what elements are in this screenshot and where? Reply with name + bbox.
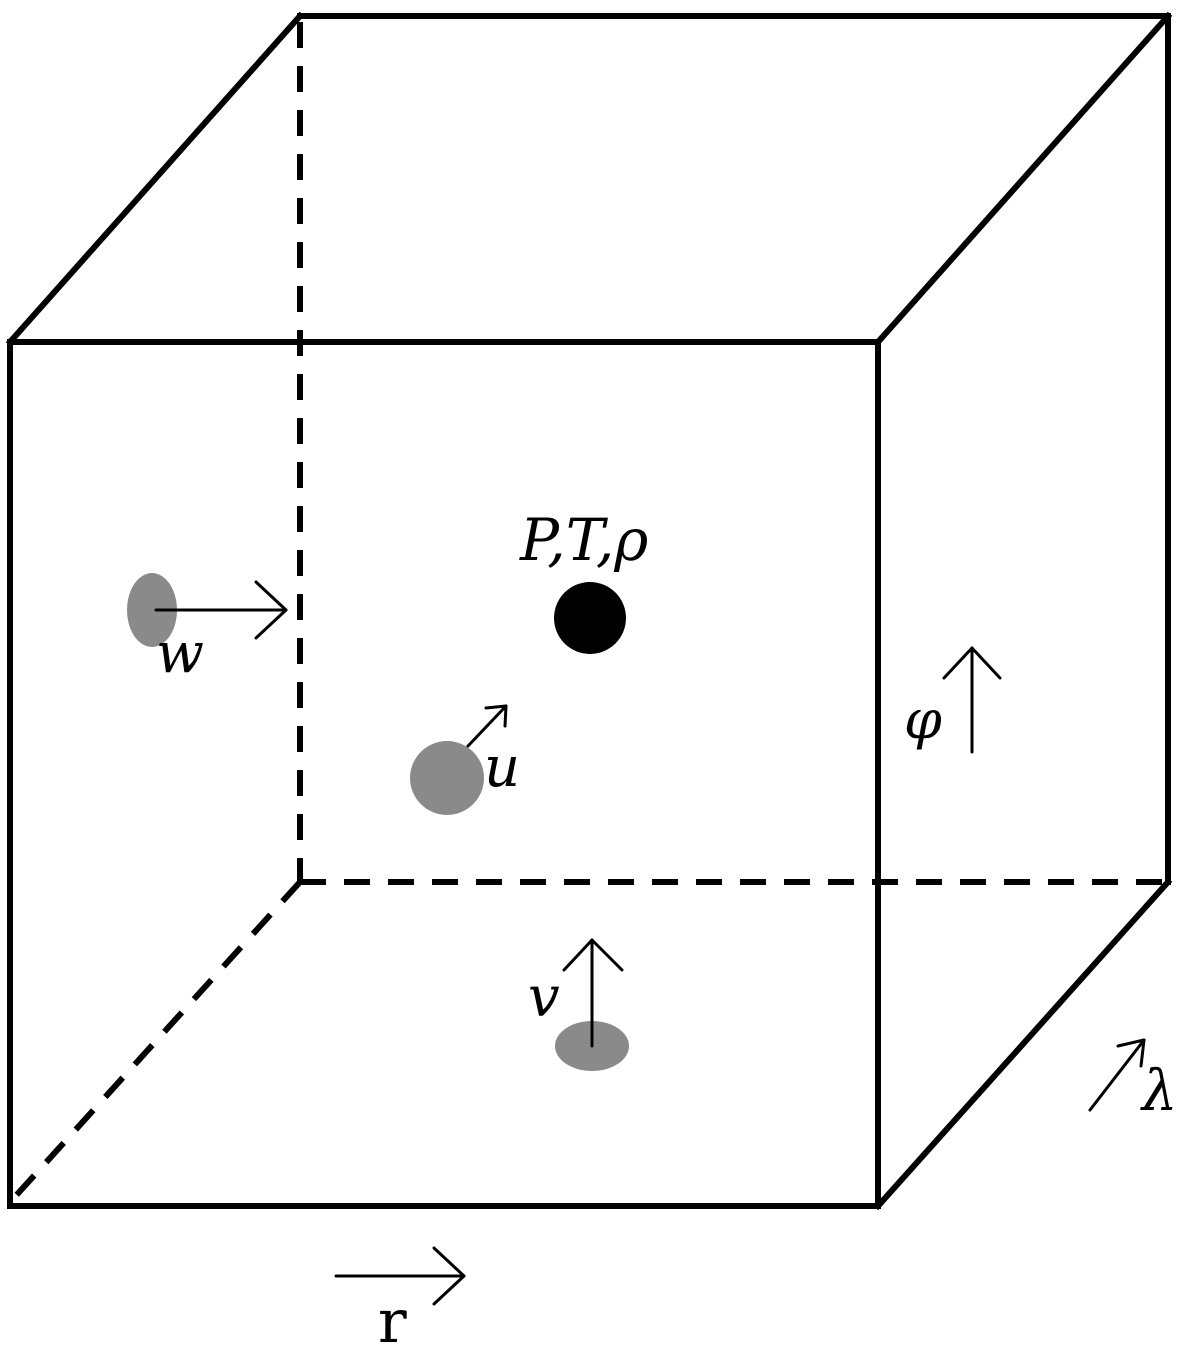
u-arrow: [466, 704, 508, 748]
lambda-label: λ: [1140, 1059, 1178, 1124]
v-arrow: [562, 938, 624, 1048]
front-face: [7, 339, 881, 1209]
r-direction-arrow: [334, 1246, 466, 1306]
top-right-depth-edge: [873, 11, 1173, 347]
top-left-depth-edge: [5, 11, 305, 347]
bottom-left-depth-edge: [9, 879, 303, 1203]
w-velocity-node: [127, 573, 177, 647]
lambda-direction-arrow: [1088, 1038, 1146, 1112]
w-arrow: [154, 580, 288, 640]
center-scalar-node: [554, 582, 626, 654]
center-variables-label: P,T,ρ: [519, 506, 648, 574]
phi-label: φ: [904, 688, 942, 751]
u-velocity-node: [410, 741, 484, 815]
v-label: v: [528, 965, 560, 1030]
u-label: u: [484, 735, 520, 800]
bottom-right-depth-edge: [873, 877, 1173, 1211]
phi-direction-arrow: [942, 646, 1002, 754]
r-label: r: [378, 1287, 407, 1357]
w-label: w: [156, 621, 204, 686]
